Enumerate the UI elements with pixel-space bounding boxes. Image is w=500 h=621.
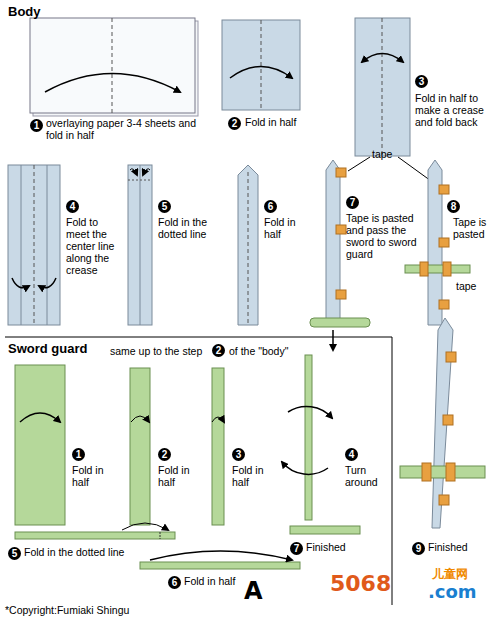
step-text: Finished xyxy=(428,541,468,553)
tape-label: tape xyxy=(372,148,392,160)
callout-number: 9 xyxy=(412,542,425,555)
step-text: Fold in half xyxy=(264,216,312,240)
step-text: Fold in half xyxy=(245,116,296,128)
callout-number: 6 xyxy=(264,200,277,213)
callout-number: 2 xyxy=(228,117,241,130)
step-text: Fold in the dotted line xyxy=(24,546,124,558)
section-heading: Body xyxy=(8,4,41,19)
callout-number: 3 xyxy=(232,448,245,461)
watermark: .com xyxy=(428,582,477,602)
callout-number: 4 xyxy=(66,200,79,213)
callout-number: 4 xyxy=(345,448,358,461)
callout-number: 1 xyxy=(30,119,43,132)
note-text: of the "body" xyxy=(229,345,288,357)
callout-number: 7 xyxy=(290,542,303,555)
callout-number: 2 xyxy=(212,344,225,357)
step-text: Turn around xyxy=(345,464,389,488)
callout-number: 5 xyxy=(158,200,171,213)
step-text: Fold in half xyxy=(184,575,235,587)
step-text: Fold in the dotted line xyxy=(158,216,220,240)
step-text: Fold in half xyxy=(232,464,272,488)
step-text: Tape is pasted and pass the sword to swo… xyxy=(346,212,420,260)
callout-number: 2 xyxy=(158,448,171,461)
step-text: Finished xyxy=(306,541,346,553)
callout-number: 6 xyxy=(168,576,181,589)
note-text: same up to the step xyxy=(110,345,202,357)
page-letter: A xyxy=(244,578,263,604)
step-text: Tape is pasted xyxy=(453,216,495,240)
callout-number: 5 xyxy=(8,547,21,560)
callout-number: 1 xyxy=(72,448,85,461)
watermark: 5068 xyxy=(330,572,391,596)
step-text: overlaying paper 3-4 sheets and fold in … xyxy=(46,117,211,141)
callout-number: 8 xyxy=(447,200,460,213)
step-text: Fold in half xyxy=(158,464,208,488)
callout-number: 3 xyxy=(415,75,428,88)
copyright-note: *Copyright:Fumiaki Shingu xyxy=(5,604,129,616)
step-text: Fold in half to make a crease and fold b… xyxy=(415,92,495,128)
callout-number: 7 xyxy=(346,196,359,209)
step-text: Fold in half xyxy=(72,464,122,488)
tape-label: tape xyxy=(456,280,476,292)
step-text: Fold to meet the center line along the c… xyxy=(66,216,124,276)
watermark: 儿童网 xyxy=(432,567,468,581)
section-heading: Sword guard xyxy=(8,341,87,356)
